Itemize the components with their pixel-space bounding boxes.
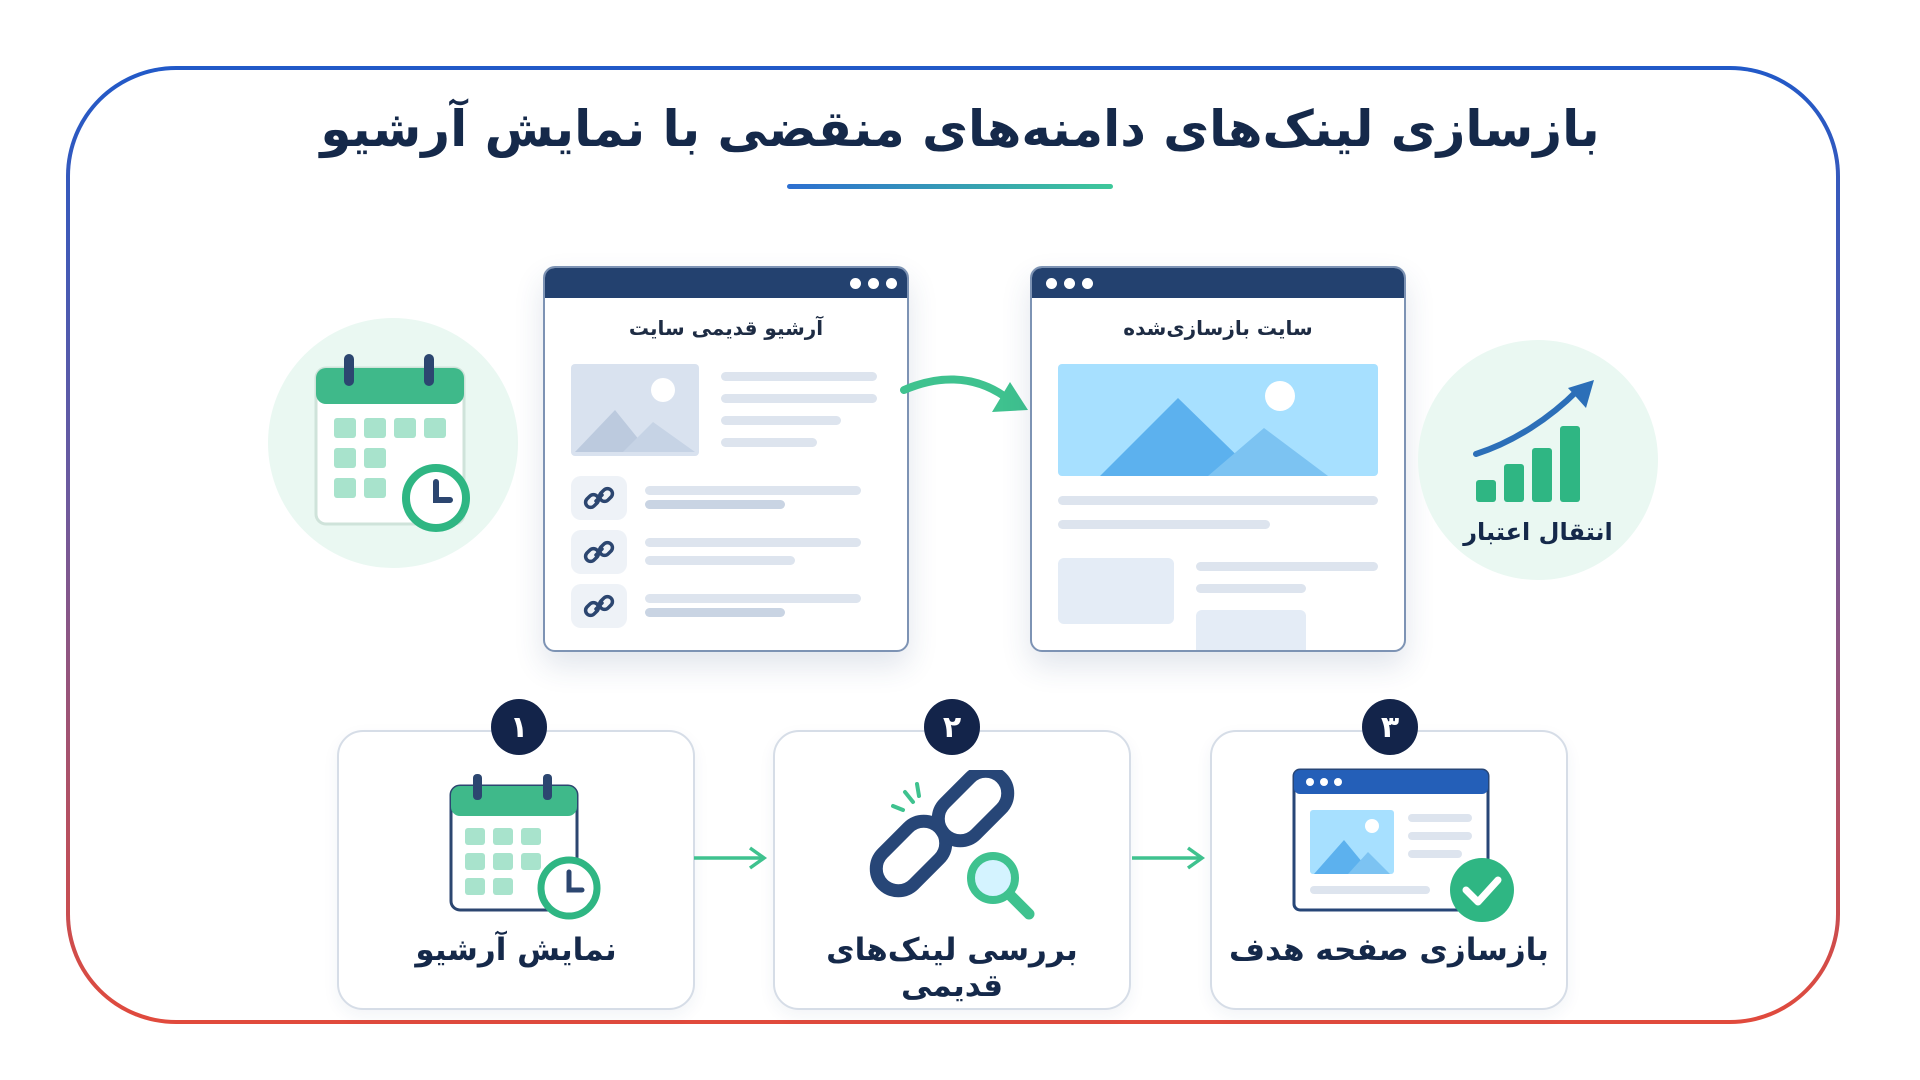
title-underline bbox=[787, 184, 1113, 189]
archive-window-titlebar bbox=[545, 268, 907, 298]
text-line bbox=[721, 416, 841, 425]
text-line bbox=[645, 500, 785, 509]
text-line bbox=[1058, 520, 1270, 529]
link-chip bbox=[571, 530, 627, 574]
broken-link-search-icon bbox=[869, 770, 1035, 920]
text-line bbox=[645, 486, 861, 495]
text-line bbox=[1196, 562, 1378, 571]
text-line bbox=[645, 538, 861, 547]
window-dot bbox=[868, 278, 879, 289]
curved-arrow bbox=[900, 375, 1028, 412]
text-line bbox=[645, 594, 861, 603]
link-icon bbox=[583, 594, 615, 618]
step-card-2: بررسی لینک‌های قدیمی bbox=[773, 730, 1131, 1010]
rebuilt-window: سایت بازسازی‌شده bbox=[1030, 266, 1406, 652]
link-chip bbox=[571, 476, 627, 520]
growth-bar-chart-icon bbox=[1473, 380, 1594, 502]
step-badge-3: ۳ bbox=[1362, 699, 1418, 755]
text-line bbox=[721, 372, 877, 381]
text-line bbox=[721, 394, 877, 403]
archive-window: آرشیو قدیمی سایت bbox=[543, 266, 909, 652]
text-line bbox=[1196, 584, 1306, 593]
flow-arrow-2 bbox=[1132, 846, 1206, 870]
step-label-3: بازسازی صفحه هدف bbox=[1229, 932, 1549, 968]
step-card-3: بازسازی صفحه هدف bbox=[1210, 730, 1568, 1010]
text-line bbox=[721, 438, 817, 447]
window-dot bbox=[1046, 278, 1057, 289]
link-icon bbox=[583, 486, 615, 510]
step-badge-2: ۲ bbox=[924, 699, 980, 755]
content-block bbox=[1196, 610, 1306, 650]
webpage-check-icon bbox=[1292, 768, 1514, 922]
image-placeholder-icon bbox=[571, 364, 699, 456]
content-block bbox=[1058, 558, 1174, 624]
text-line bbox=[1058, 496, 1378, 505]
step-label-1: نمایش آرشیو bbox=[415, 932, 617, 968]
link-icon bbox=[583, 540, 615, 564]
page-title: بازسازی لینک‌های دامنه‌های منقضی با نمای… bbox=[320, 100, 1600, 158]
window-dot bbox=[1082, 278, 1093, 289]
link-chip bbox=[571, 584, 627, 628]
landscape-image-icon bbox=[1058, 364, 1378, 476]
calendar-clock-icon bbox=[314, 354, 470, 532]
step-badge-1: ۱ bbox=[491, 699, 547, 755]
window-dot bbox=[850, 278, 861, 289]
step-label-2: بررسی لینک‌های قدیمی bbox=[826, 932, 1078, 1004]
credit-transfer-label: انتقال اعتبار bbox=[1463, 518, 1613, 546]
rebuilt-window-titlebar bbox=[1032, 268, 1404, 298]
calendar-clock-icon bbox=[449, 774, 601, 920]
step-card-1: نمایش آرشیو bbox=[337, 730, 695, 1010]
window-dot bbox=[1064, 278, 1075, 289]
rebuilt-window-title: سایت بازسازی‌شده bbox=[1123, 316, 1313, 340]
archive-window-title: آرشیو قدیمی سایت bbox=[628, 316, 824, 340]
text-line bbox=[645, 556, 795, 565]
flow-arrow-1 bbox=[694, 846, 768, 870]
window-dot bbox=[886, 278, 897, 289]
text-line bbox=[645, 608, 785, 617]
